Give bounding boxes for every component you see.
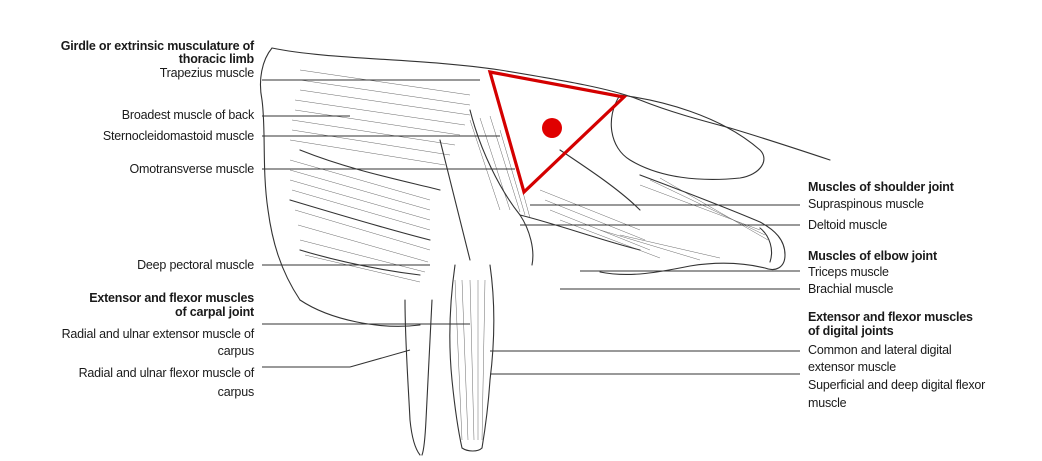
carpal-heading-line2: of carpal joint [175,305,254,319]
label-superficial-deep-line2: muscle [808,396,846,410]
label-sternocleidomastoid: Sternocleidomastoid muscle [103,129,254,143]
foreleg-outline [450,265,462,448]
label-common-lateral-line2: extensor muscle [808,360,896,374]
shoulder-heading: Muscles of shoulder joint [808,180,954,194]
digital-heading-line2: of digital joints [808,324,893,338]
label-trapezius: Trapezius muscle [160,66,254,80]
label-triceps: Triceps muscle [808,265,889,279]
label-radial-flexor-line1: Radial and ulnar flexor muscle of [79,366,254,380]
label-broadest: Broadest muscle of back [122,108,254,122]
label-omotransverse: Omotransverse muscle [129,162,254,176]
girdle-heading-line1: Girdle or extrinsic musculature of [61,39,254,53]
label-deep-pectoral: Deep pectoral muscle [137,258,254,272]
highlight-dot [542,118,562,138]
label-radial-extensor-line1: Radial and ulnar extensor muscle of [62,327,254,341]
label-common-lateral-line1: Common and lateral digital [808,343,952,357]
girdle-heading-line2: thoracic limb [179,52,254,66]
digital-heading-line1: Extensor and flexor muscles [808,310,973,324]
label-supraspinous: Supraspinous muscle [808,197,924,211]
carpal-heading-line1: Extensor and flexor muscles [89,291,254,305]
label-radial-extensor-line2: carpus [218,344,254,358]
label-radial-flexor-line2: carpus [218,385,254,399]
ear-outline [611,95,764,179]
label-deltoid: Deltoid muscle [808,218,887,232]
elbow-heading: Muscles of elbow joint [808,249,937,263]
label-superficial-deep-line1: Superficial and deep digital flexor [808,378,985,392]
label-brachial: Brachial muscle [808,282,893,296]
body-outline [272,48,830,160]
